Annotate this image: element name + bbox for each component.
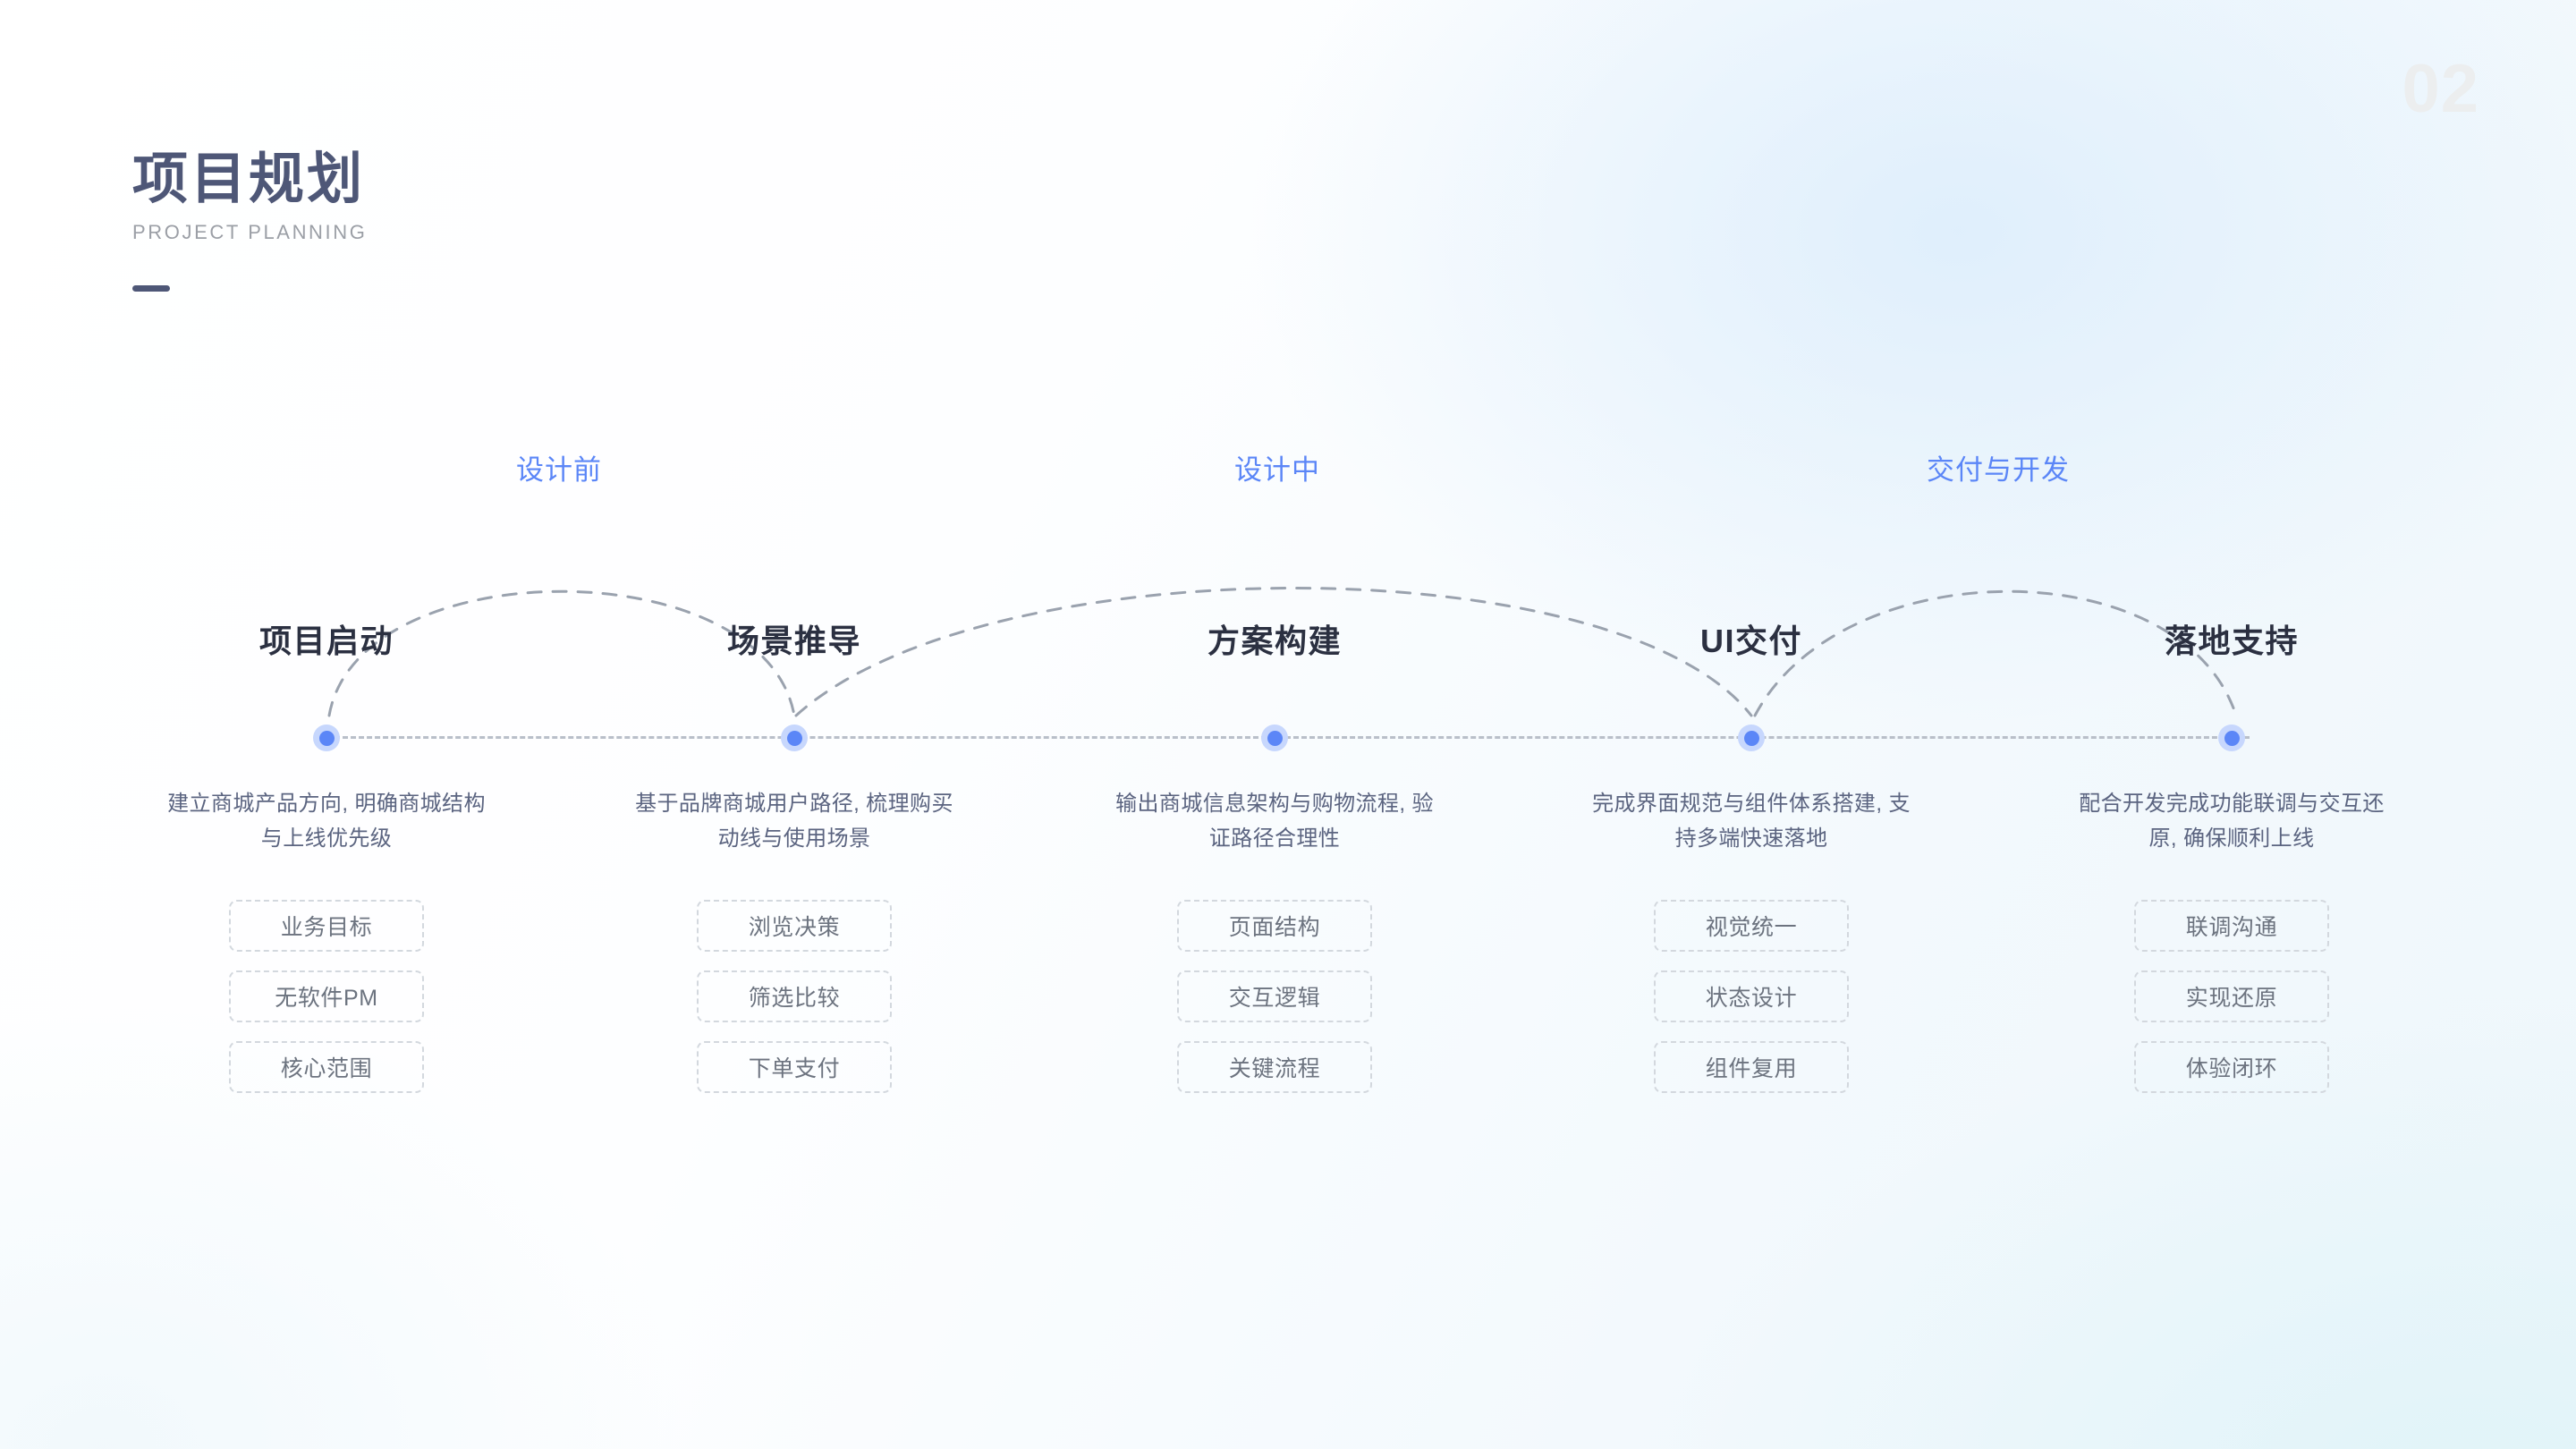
- tag-chip[interactable]: 体验闭环: [2134, 1041, 2329, 1093]
- title-underline-rule: [132, 285, 170, 292]
- milestone-dot-3[interactable]: [1261, 724, 1288, 751]
- tag-chip[interactable]: 筛选比较: [697, 970, 892, 1022]
- milestone-tag-list: 视觉统一 状态设计 组件复用: [1654, 900, 1849, 1093]
- timeline-track: [0, 724, 2576, 751]
- milestone-description: 输出商城信息架构与购物流程, 验证路径合理性: [1115, 792, 1434, 851]
- phase-label-2: 设计中: [1234, 454, 1320, 486]
- milestone-title: 方案构建: [1207, 623, 1342, 659]
- milestone-description: 完成界面规范与组件体系搭建, 支持多端快速落地: [1592, 792, 1911, 851]
- milestone-dot-4[interactable]: [1738, 724, 1765, 751]
- tag-chip[interactable]: 核心范围: [229, 1041, 424, 1093]
- tag-chip[interactable]: 交互逻辑: [1177, 970, 1372, 1022]
- tag-chip[interactable]: 无软件PM: [229, 970, 424, 1022]
- milestone-dot-5[interactable]: [2218, 724, 2245, 751]
- tag-chip[interactable]: 视觉统一: [1654, 900, 1849, 952]
- phase-label-1: 设计前: [516, 454, 602, 486]
- milestone-description: 基于品牌商城用户路径, 梳理购买动线与使用场景: [635, 792, 953, 851]
- milestone-description: 配合开发完成功能联调与交互还原, 确保顺利上线: [2079, 792, 2385, 851]
- tag-chip[interactable]: 浏览决策: [697, 900, 892, 952]
- tag-chip[interactable]: 联调沟通: [2134, 900, 2329, 952]
- milestone-tag-list: 浏览决策 筛选比较 下单支付: [697, 900, 892, 1093]
- tag-chip[interactable]: 组件复用: [1654, 1041, 1849, 1093]
- tag-chip[interactable]: 下单支付: [697, 1041, 892, 1093]
- slide-header: 项目规划 PROJECT PLANNING: [132, 150, 367, 292]
- milestone-tag-list: 业务目标 无软件PM 核心范围: [229, 900, 424, 1093]
- page-number: 02: [2402, 51, 2479, 127]
- milestone-title: 落地支持: [2164, 623, 2299, 659]
- tag-chip[interactable]: 关键流程: [1177, 1041, 1372, 1093]
- tag-chip[interactable]: 页面结构: [1177, 900, 1372, 952]
- tag-chip[interactable]: 状态设计: [1654, 970, 1849, 1022]
- milestone-dot-2[interactable]: [781, 724, 808, 751]
- milestone-tag-list: 页面结构 交互逻辑 关键流程: [1177, 900, 1372, 1093]
- milestone-description: 建立商城产品方向, 明确商城结构与上线优先级: [167, 792, 486, 851]
- phase-label-3: 交付与开发: [1927, 454, 2070, 486]
- timeline-diagram: 设计前 设计中 交付与开发 项目启动 建立商城产品方向, 明确商城结构与上线优先…: [0, 394, 2576, 1199]
- tag-chip[interactable]: 业务目标: [229, 900, 424, 952]
- milestone-title: 项目启动: [258, 623, 394, 659]
- milestone-tag-list: 联调沟通 实现还原 体验闭环: [2134, 900, 2329, 1093]
- tag-chip[interactable]: 实现还原: [2134, 970, 2329, 1022]
- milestone-title: 场景推导: [726, 623, 861, 659]
- timeline-dashed-line: [326, 736, 2250, 739]
- milestone-title: UI交付: [1699, 623, 1802, 659]
- page-title: 项目规划: [132, 148, 366, 210]
- page-subtitle: PROJECT PLANNING: [132, 221, 368, 244]
- milestone-dot-1[interactable]: [313, 724, 340, 751]
